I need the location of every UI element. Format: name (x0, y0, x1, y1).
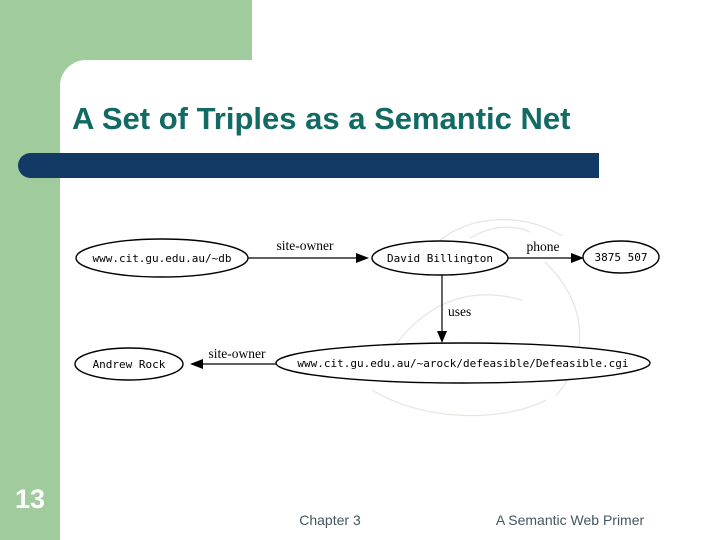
node-ellipse-db-site (75, 238, 249, 278)
node-arock-site: www.cit.gu.edu.au/~arock/defeasible/Defe… (275, 342, 651, 384)
arrowhead-site-owner-bottom (190, 359, 203, 369)
arrowhead-uses (437, 331, 447, 343)
node-andrew-rock: Andrew Rock (74, 347, 184, 381)
footer-chapter: Chapter 3 (299, 512, 361, 528)
title-underline-bar (18, 153, 599, 178)
page-number: 13 (15, 484, 46, 514)
node-db-site: www.cit.gu.edu.au/~db (75, 238, 249, 278)
edge-label-site-owner-top: site-owner (277, 238, 334, 253)
footer-book-title: A Semantic Web Primer (495, 512, 645, 528)
slide-title: A Set of Triples as a Semantic Net (72, 101, 571, 136)
diagram-edges (190, 253, 584, 369)
node-phone-number: 3875 507 (582, 240, 660, 274)
watermark-decoration (371, 219, 581, 417)
node-ellipse-phone-number (582, 240, 660, 274)
node-david-billington: David Billington (371, 240, 509, 276)
arrowhead-phone (571, 253, 584, 263)
node-ellipse-arock-site (275, 342, 651, 384)
node-label-db-site: www.cit.gu.edu.au/~db (92, 252, 231, 265)
edge-label-uses: uses (448, 304, 471, 319)
node-ellipse-david-billington (371, 240, 509, 276)
edge-label-site-owner-bottom: site-owner (209, 346, 266, 361)
edge-label-phone: phone (527, 239, 560, 254)
node-label-arock-site: www.cit.gu.edu.au/~arock/defeasible/Defe… (297, 357, 628, 370)
content-card (60, 60, 720, 540)
node-ellipse-andrew-rock (74, 347, 184, 381)
arrowhead-site-owner-top (356, 253, 369, 263)
node-label-andrew-rock: Andrew Rock (93, 358, 166, 371)
node-label-david-billington: David Billington (387, 252, 493, 265)
node-label-phone-number: 3875 507 (595, 251, 648, 264)
